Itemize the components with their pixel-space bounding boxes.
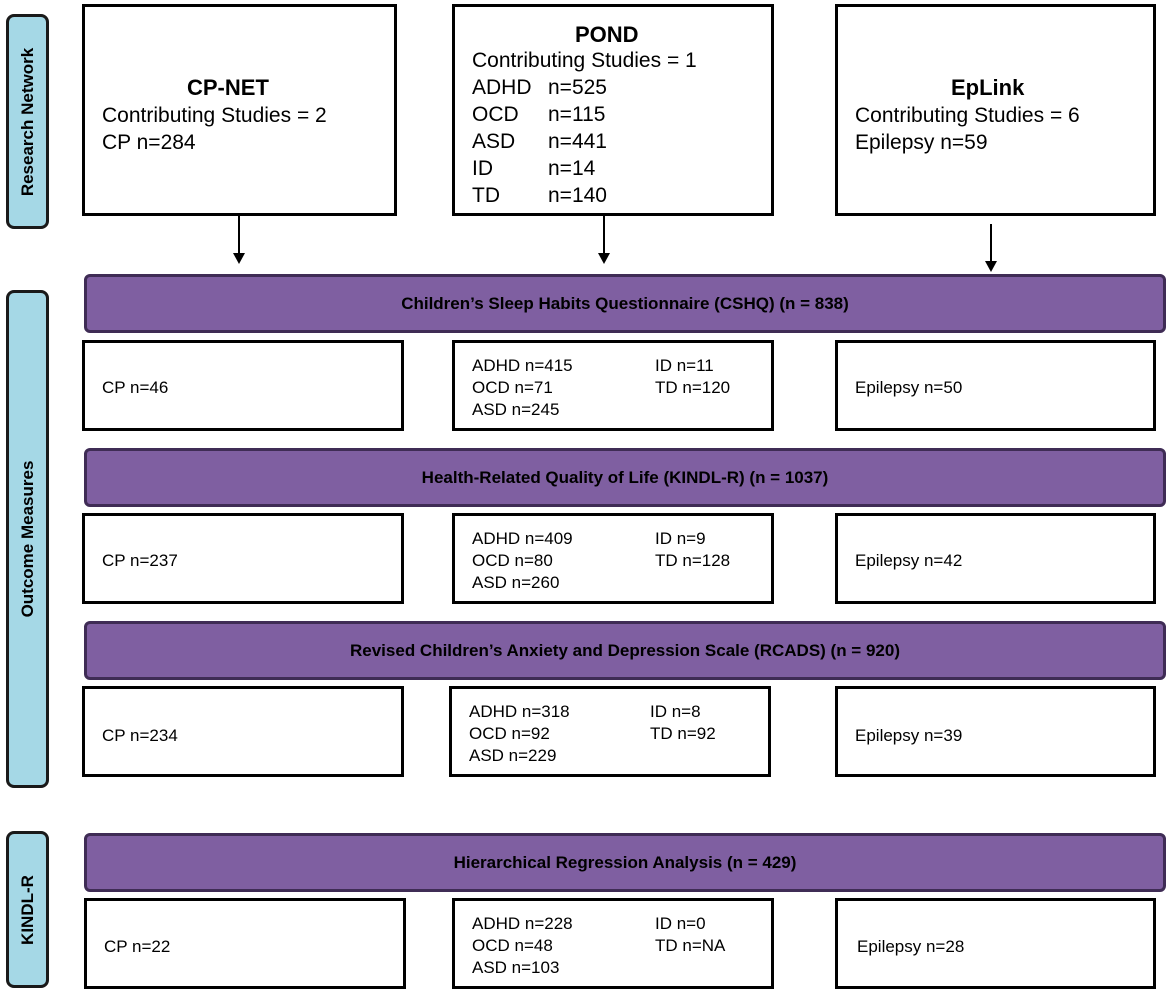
arrow-eplink — [985, 224, 997, 272]
pond-count: ADHD n=228 — [472, 914, 573, 933]
pond-studies: Contributing Studies = 1 — [472, 49, 697, 72]
pond-count: ASD n=260 — [472, 573, 560, 592]
research-network-label: Research Network — [17, 47, 37, 196]
cpnet-count: CP n=284 — [102, 131, 196, 154]
cp-count-box: CP n=237 — [82, 513, 404, 604]
pond-count: ADHD n=409 — [472, 529, 573, 548]
outcome-measures-label: Outcome Measures — [17, 460, 37, 618]
pond-count: ID n=0 — [655, 914, 706, 933]
pond-count: ADHD n=415 — [472, 356, 573, 375]
measure-banner-cshq: Children’s Sleep Habits Questionnaire (C… — [84, 274, 1166, 333]
cp-count-box: CP n=22 — [84, 898, 406, 989]
pond-row-value: n=14 — [548, 157, 596, 180]
pond-count: TD n=128 — [655, 551, 731, 570]
measure-banner-rcads: Revised Children’s Anxiety and Depressio… — [84, 621, 1166, 680]
epilepsy-count: Epilepsy n=42 — [855, 551, 963, 570]
pond-count: ASD n=229 — [469, 746, 557, 765]
epilepsy-count: Epilepsy n=39 — [855, 726, 963, 745]
epilepsy-count-box: Epilepsy n=28 — [835, 898, 1156, 989]
pond-row-label: ID — [472, 157, 493, 180]
arrow-cpnet — [233, 216, 245, 264]
network-box-cpnet: CP-NET Contributing Studies = 2 CP n=284 — [82, 4, 397, 216]
cp-count: CP n=237 — [102, 551, 178, 570]
pond-count: ID n=8 — [650, 702, 701, 721]
pond-row-value: n=525 — [548, 76, 607, 99]
pond-count: ASD n=103 — [472, 958, 560, 977]
pond-row-label: TD — [472, 184, 500, 207]
pond-count: ID n=9 — [655, 529, 706, 548]
pond-count: OCD n=48 — [472, 936, 553, 955]
measure-banner-regression: Hierarchical Regression Analysis (n = 42… — [84, 833, 1166, 892]
pond-count: TD n=120 — [655, 378, 731, 397]
measure-banner-kindl: Health-Related Quality of Life (KINDL-R)… — [84, 448, 1166, 507]
cp-count-box: CP n=234 — [82, 686, 404, 777]
pond-row-value: n=115 — [548, 103, 606, 126]
pond-row-value: n=140 — [548, 184, 607, 207]
epilepsy-count: Epilepsy n=50 — [855, 378, 963, 397]
cp-count: CP n=46 — [102, 378, 169, 397]
pond-row-label: ADHD — [472, 76, 532, 99]
pond-count: OCD n=71 — [472, 378, 553, 397]
cp-count: CP n=22 — [104, 937, 171, 956]
epilepsy-count-box: Epilepsy n=50 — [835, 340, 1156, 431]
network-box-eplink: EpLink Contributing Studies = 6 Epilepsy… — [835, 4, 1156, 216]
eplink-count: Epilepsy n=59 — [855, 131, 988, 154]
kindl-label: KINDL-R — [17, 874, 37, 945]
side-label-outcome-measures: Outcome Measures — [6, 290, 49, 788]
pond-count: ID n=11 — [655, 356, 714, 375]
side-label-kindl: KINDL-R — [6, 831, 49, 988]
pond-row-label: OCD — [472, 103, 519, 126]
pond-count: OCD n=92 — [469, 724, 550, 743]
eplink-studies: Contributing Studies = 6 — [855, 104, 1080, 127]
eplink-title: EpLink — [951, 75, 1025, 100]
pond-count: ADHD n=318 — [469, 702, 570, 721]
pond-count: TD n=92 — [650, 724, 716, 743]
epilepsy-count-box: Epilepsy n=42 — [835, 513, 1156, 604]
pond-title: POND — [575, 22, 639, 47]
cpnet-studies: Contributing Studies = 2 — [102, 104, 327, 127]
cp-count-box: CP n=46 — [82, 340, 404, 431]
pond-count: OCD n=80 — [472, 551, 553, 570]
epilepsy-count: Epilepsy n=28 — [857, 937, 965, 956]
cpnet-title: CP-NET — [187, 75, 269, 100]
arrow-pond — [598, 216, 610, 264]
pond-count-box: ADHD n=415 OCD n=71 ASD n=245 ID n=11 TD… — [452, 340, 774, 431]
side-label-research-network: Research Network — [6, 14, 49, 229]
pond-count: TD n=NA — [655, 936, 726, 955]
network-box-pond: POND Contributing Studies = 1 ADHD n=525… — [452, 4, 774, 216]
pond-row-value: n=441 — [548, 130, 607, 153]
pond-count: ASD n=245 — [472, 400, 560, 419]
pond-count-box: ADHD n=318 OCD n=92 ASD n=229 ID n=8 TD … — [449, 686, 771, 777]
pond-count-box: ADHD n=228 OCD n=48 ASD n=103 ID n=0 TD … — [452, 898, 774, 989]
pond-row-label: ASD — [472, 130, 516, 153]
cp-count: CP n=234 — [102, 726, 178, 745]
epilepsy-count-box: Epilepsy n=39 — [835, 686, 1156, 777]
pond-count-box: ADHD n=409 OCD n=80 ASD n=260 ID n=9 TD … — [452, 513, 774, 604]
